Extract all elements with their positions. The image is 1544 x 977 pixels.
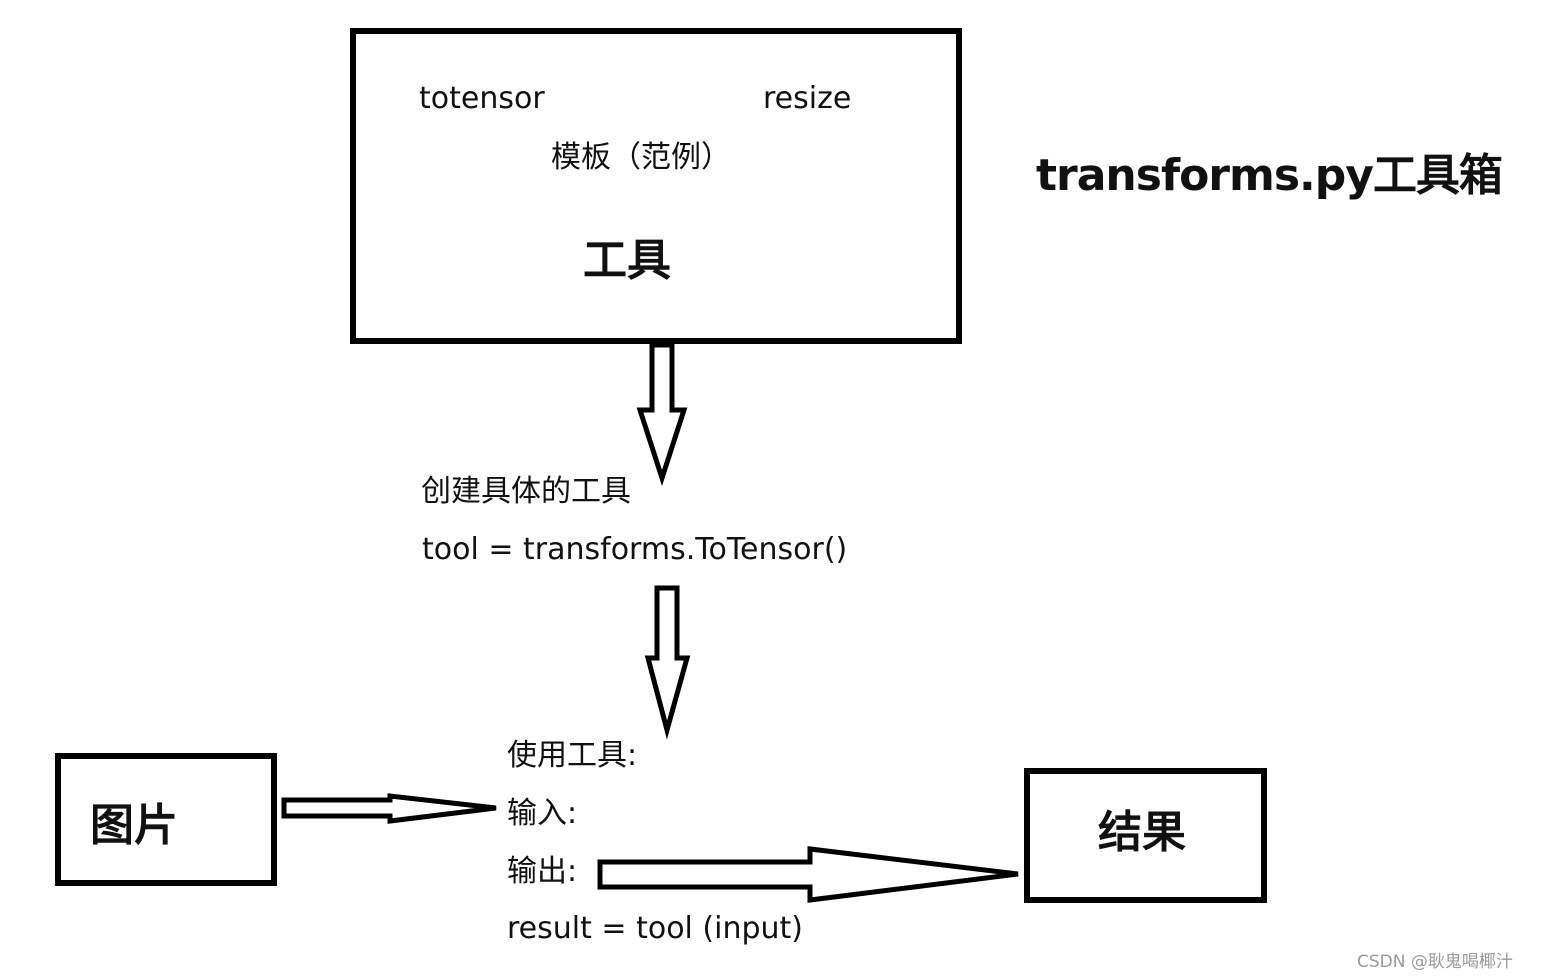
watermark: CSDN @耿鬼喝椰汁 [1357, 952, 1513, 972]
use-step-input-label: 输入: [507, 796, 578, 831]
item-resize: resize [763, 81, 852, 116]
use-step-code: result = tool (input) [507, 911, 804, 946]
input-image-box [55, 753, 277, 886]
template-label: 模板（范例） [551, 140, 731, 175]
result-label: 结果 [1098, 807, 1186, 858]
result-box [1024, 768, 1267, 903]
toolbox-label: transforms.py工具箱 [1036, 150, 1503, 201]
create-step-code: tool = transforms.ToTensor() [422, 532, 848, 567]
item-totensor: totensor [419, 81, 545, 116]
use-step-output-label: 输出: [507, 854, 578, 889]
right-arrow-output [597, 846, 1019, 903]
down-arrow-1 [636, 342, 688, 487]
create-step-heading: 创建具体的工具 [421, 474, 631, 509]
input-image-label: 图片 [90, 800, 178, 851]
down-arrow-2 [644, 585, 691, 740]
toolbox-box [350, 28, 962, 344]
toolbox-title: 工具 [583, 235, 671, 286]
right-arrow-input [281, 793, 497, 824]
use-step-heading: 使用工具: [507, 738, 638, 773]
